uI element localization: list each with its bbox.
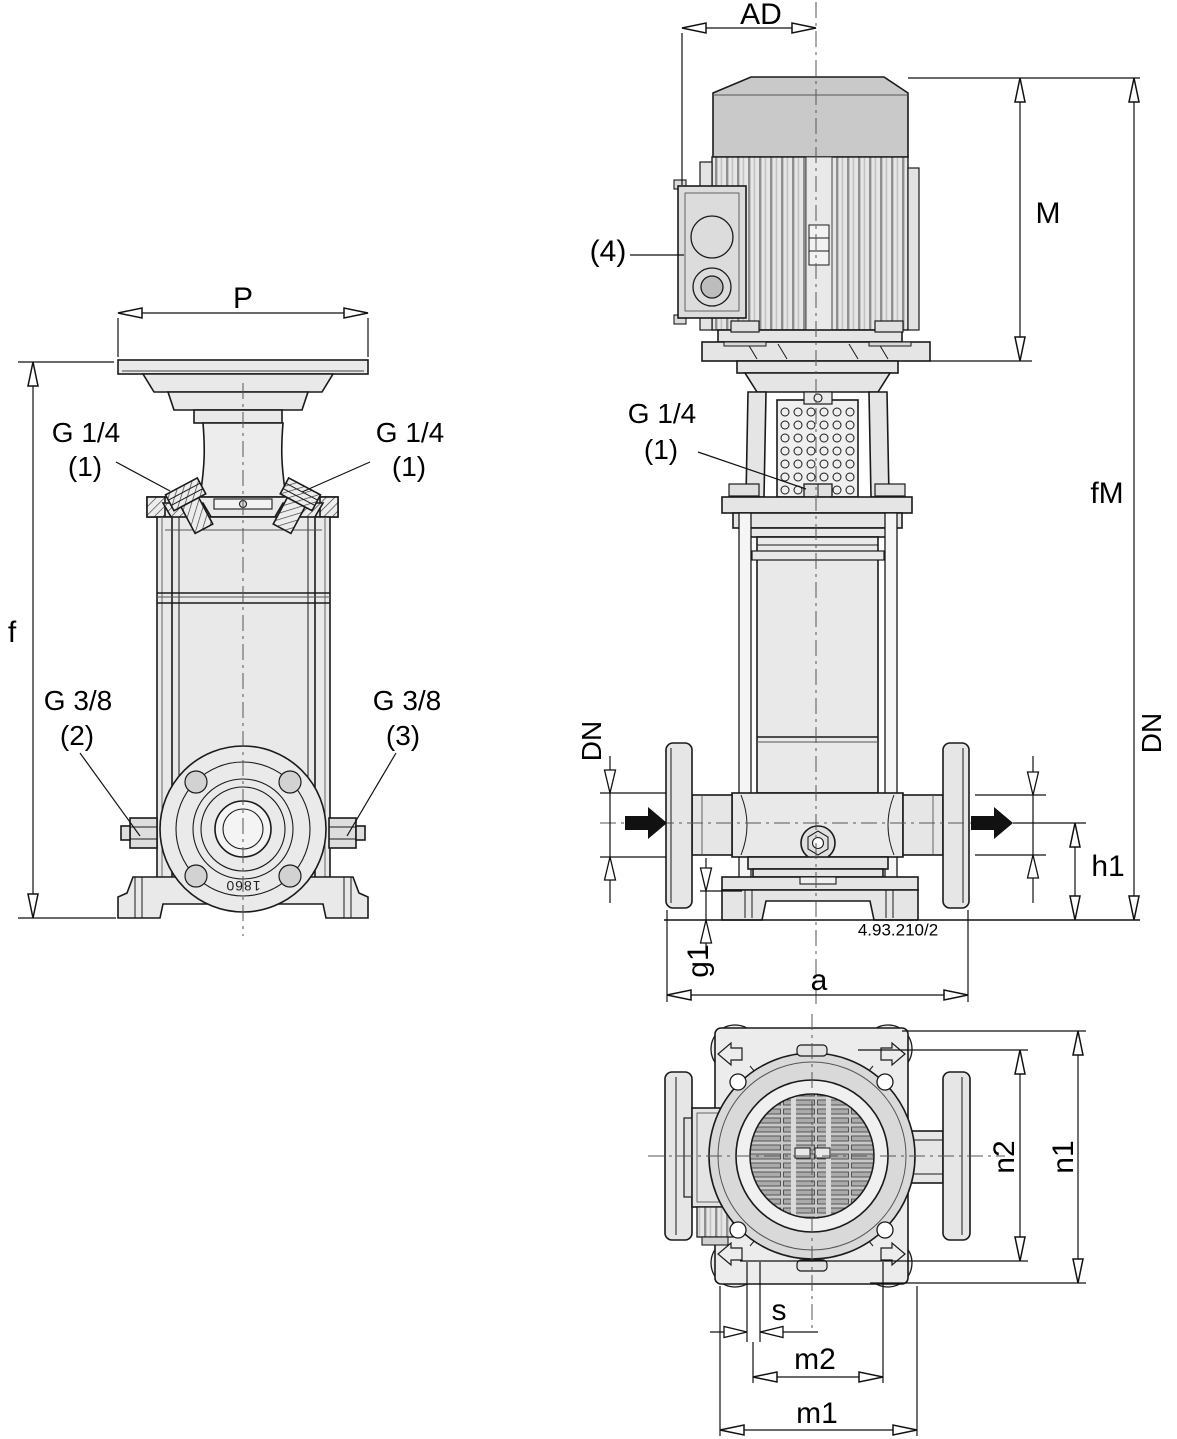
flow-arrows [625,807,1013,839]
dim-label-dn-left: DN [576,720,607,762]
outlet-flow-arrow-icon [971,807,1013,839]
suction-flange [665,742,693,909]
dim-label-n1: n1 [1047,1140,1080,1174]
dim-label-m: M [1035,197,1061,230]
drain-plug-right [328,817,366,849]
terminal-box [673,179,747,325]
dim-label-m1: m1 [796,1397,838,1430]
corner-arrow-icon [880,1041,906,1067]
vent-plug-right [272,476,322,535]
dim-label-f: f [7,616,17,649]
port-label-g14-right: G 1/4 [375,417,445,448]
dim-label-m2: m2 [794,1343,836,1376]
dim-label-s: s [771,1294,787,1327]
port-label-g14-left: G 1/4 [51,417,121,448]
corner-arrow-icon [717,1041,743,1067]
port-label-g38-right: G 3/8 [372,685,442,716]
side-view [665,76,970,921]
port-label-g38-left: G 3/8 [43,685,113,716]
front-view [117,359,369,919]
dim-label-p: P [232,282,254,315]
port-ref-3: (3) [385,720,421,751]
port-ref-1-side: (1) [643,434,679,465]
port-ref-1-right: (1) [391,451,427,482]
drawing-number: 4.93.210/2 [857,920,939,940]
inlet-flow-arrow-icon [625,807,667,839]
dim-label-n2: n2 [988,1140,1021,1174]
dim-label-g1: g1 [682,944,715,978]
coupling-guard-holes [780,407,855,495]
dimension-arrows [603,769,1040,1339]
port-ref-1-left: (1) [67,451,103,482]
vent-plug-left [164,476,214,535]
corner-arrow-icon [717,1241,743,1267]
corner-arrow-icon [880,1241,906,1267]
discharge-flange [942,742,970,909]
dimension-lines [18,22,1140,1436]
dim-label-a: a [810,964,828,997]
dim-label-dn-right: DN [1136,712,1167,754]
dim-label-ad: AD [740,0,782,31]
drain-plug-left [120,817,158,849]
dim-label-h1: h1 [1091,850,1125,883]
cast-marking: 1860 [225,878,261,894]
port-label-g14-side: G 1/4 [627,398,697,429]
dim-label-fm: fM [1090,477,1124,510]
centerlines [242,2,1010,1332]
port-ref-2: (2) [59,720,95,751]
terminal-box-ref-4: (4) [589,235,627,268]
